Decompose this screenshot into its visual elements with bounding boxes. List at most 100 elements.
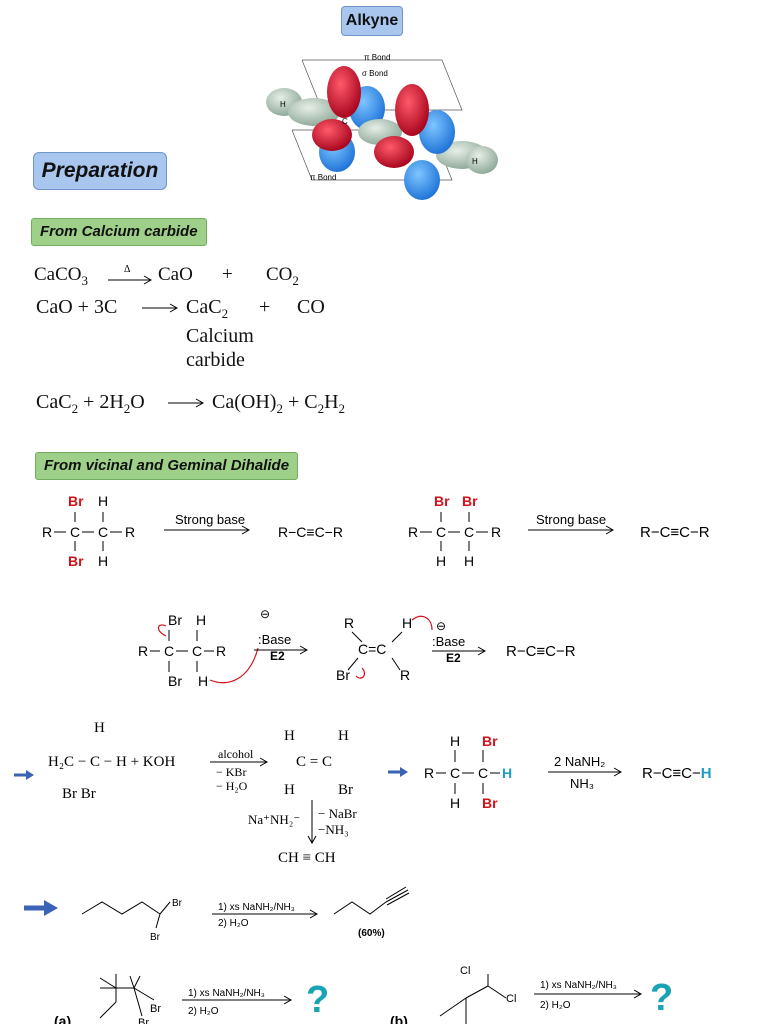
svg-text:1) xs NaNH₂/NH₃: 1) xs NaNH₂/NH₃ [188, 988, 265, 999]
svg-text:2 NaNH₂: 2 NaNH₂ [554, 754, 605, 769]
svg-text:Br: Br [336, 667, 350, 683]
svg-text:H: H [196, 612, 206, 628]
svg-text:Δ: Δ [124, 264, 131, 275]
svg-text:CH ≡ CH: CH ≡ CH [278, 850, 336, 866]
svg-text:alcohol: alcohol [218, 747, 254, 761]
eq3-reactants: CaC2 + 2H2O [36, 391, 145, 416]
eq2-product2: CO [297, 296, 325, 318]
eq2-plus: + [259, 296, 271, 318]
eq1-product2: CO2 [266, 264, 299, 288]
svg-text:Br: Br [138, 1017, 149, 1024]
svg-text:Na⁺NH₂⁻: Na⁺NH₂⁻ [248, 812, 300, 827]
svg-text:Br: Br [434, 493, 450, 509]
svg-text:H: H [402, 615, 412, 631]
svg-text:H: H [280, 100, 286, 109]
svg-text:H: H [284, 728, 295, 744]
svg-text:C: C [436, 524, 446, 540]
svg-text:− H₂O: − H₂O [216, 779, 248, 793]
svg-text:C: C [98, 524, 108, 540]
svg-text:R: R [138, 643, 148, 659]
preparation-heading: Preparation [33, 152, 167, 190]
svg-text:R: R [400, 667, 410, 683]
eq3-arrow [168, 398, 205, 408]
svg-text:C: C [464, 524, 474, 540]
svg-text:C: C [342, 117, 348, 126]
svg-text:E2: E2 [446, 651, 461, 665]
svg-text:E2: E2 [270, 649, 285, 663]
svg-text:Br: Br [338, 782, 353, 798]
svg-text:Br: Br [168, 673, 182, 689]
svg-text:Strong base: Strong base [536, 512, 606, 527]
svg-text:C: C [70, 524, 80, 540]
svg-text:Br: Br [150, 932, 161, 943]
svg-text:H: H [98, 493, 108, 509]
svg-text:R: R [344, 615, 354, 631]
svg-text:(a): (a) [54, 1013, 71, 1024]
svg-text:R: R [216, 643, 226, 659]
svg-text:H: H [450, 733, 460, 749]
svg-text:1) xs NaNH₂/NH₃: 1) xs NaNH₂/NH₃ [540, 980, 617, 991]
svg-text:⊖: ⊖ [260, 608, 270, 621]
svg-text:H: H [284, 782, 295, 798]
svg-text:C: C [192, 643, 202, 659]
svg-text:C: C [164, 643, 174, 659]
eq2-name-line2: carbide [186, 349, 245, 371]
svg-text:H: H [464, 553, 474, 569]
svg-text::Base: :Base [432, 634, 465, 649]
page-title: Alkyne [341, 6, 403, 36]
svg-text:R: R [424, 765, 434, 781]
svg-text:R: R [408, 524, 418, 540]
svg-text:H: H [198, 673, 208, 689]
svg-text:H₂C − C − H + KOH: H₂C − C − H + KOH [48, 754, 175, 770]
svg-text:Br: Br [482, 733, 498, 749]
eq1-arrow: Δ [108, 264, 153, 285]
svg-text:R−C≡C−R: R−C≡C−R [640, 524, 710, 541]
svg-text:C: C [478, 765, 488, 781]
svg-text:H: H [98, 553, 108, 569]
equation-1: CaCO3 [34, 264, 88, 288]
svg-text:R−C≡C−R: R−C≡C−R [278, 524, 343, 540]
svg-text:C: C [450, 765, 460, 781]
svg-text:2) H₂O: 2) H₂O [188, 1006, 219, 1017]
svg-text:π Bond: π Bond [364, 53, 390, 62]
koh-reaction: H H₂C − C − H + KOH Br Br alcohol − KBr … [14, 720, 357, 866]
svg-text:Br: Br [462, 493, 478, 509]
svg-text:1) xs NaNH₂/NH₃: 1) xs NaNH₂/NH₃ [218, 902, 295, 913]
svg-text:Strong base: Strong base [175, 512, 245, 527]
svg-text:Cl: Cl [506, 993, 516, 1005]
svg-text::Base: :Base [258, 632, 291, 647]
section-dihalide: From vicinal and Geminal Dihalide [35, 452, 299, 480]
eq2-arrow [142, 303, 179, 313]
svg-text:H: H [436, 553, 446, 569]
svg-text:?: ? [650, 977, 673, 1019]
svg-text:H: H [472, 157, 478, 166]
svg-text:H: H [338, 728, 349, 744]
svg-text:C=C: C=C [358, 641, 386, 657]
svg-text:Br: Br [150, 1003, 161, 1015]
eq2-reactants: CaO + 3C [36, 296, 118, 318]
svg-text:R: R [125, 524, 135, 540]
svg-text:(b): (b) [390, 1013, 408, 1024]
svg-text:Br: Br [68, 493, 84, 509]
svg-text:Br Br: Br Br [62, 786, 96, 802]
svg-text:2) H₂O: 2) H₂O [540, 1000, 571, 1011]
nanh2-product: R−C≡C−H [642, 765, 712, 782]
svg-text:NH₃: NH₃ [570, 776, 594, 791]
eq1-plus: + [222, 264, 233, 285]
section-calcium-carbide: From Calcium carbide [31, 218, 207, 246]
svg-text:2) H₂O: 2) H₂O [218, 918, 249, 929]
svg-text:Br: Br [482, 795, 498, 811]
svg-text:C = C: C = C [296, 754, 332, 770]
eq2-name-line1: Calcium [186, 325, 254, 347]
eq3-products: Ca(OH)2 + C2H2 [212, 391, 346, 416]
eq1-product1: CaO [158, 264, 193, 285]
svg-text:Br: Br [172, 898, 183, 909]
svg-text:Br: Br [168, 612, 182, 628]
svg-text:H: H [450, 795, 460, 811]
svg-text:H: H [94, 720, 105, 736]
svg-text:σ Bond: σ Bond [362, 69, 388, 78]
svg-text:− NaBr: − NaBr [318, 806, 357, 821]
